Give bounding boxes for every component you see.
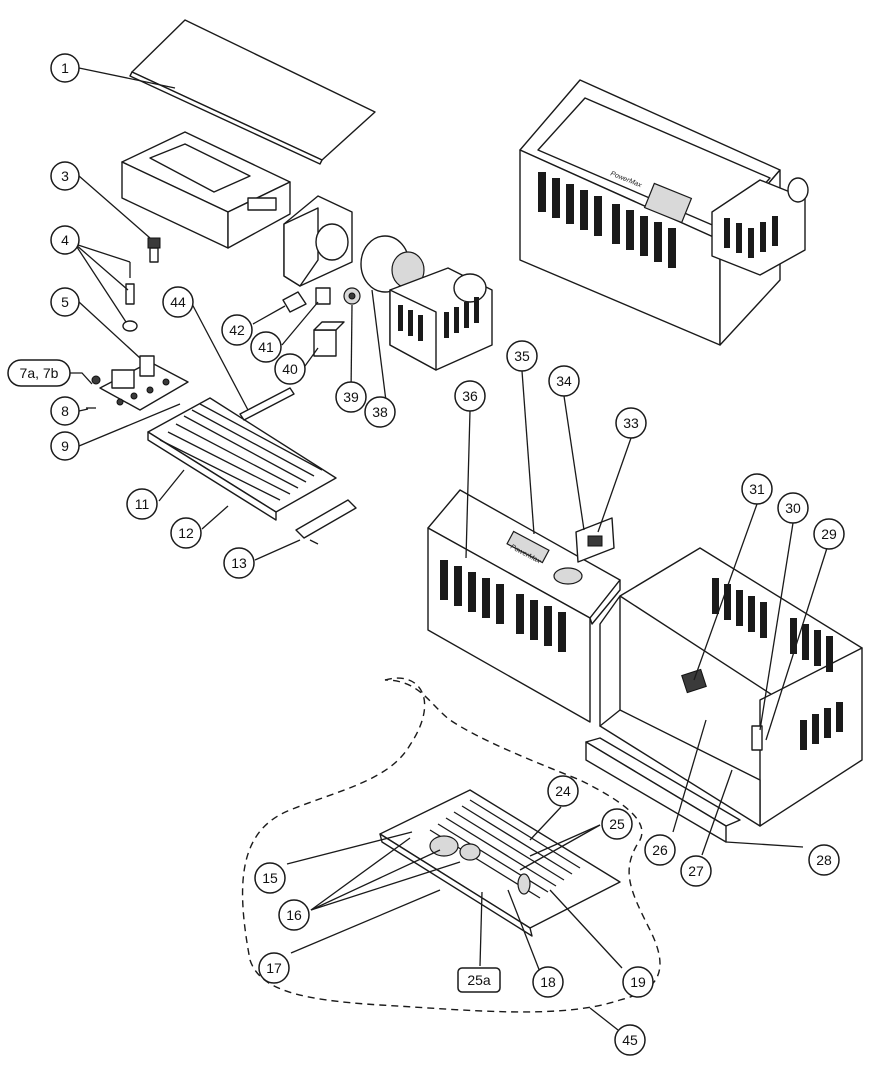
cabinet-part	[599, 547, 863, 827]
callout-30: 30	[777, 492, 809, 524]
callout-35: 35	[506, 340, 538, 372]
front-panel-part: PowerMax	[427, 489, 621, 723]
small-components	[282, 287, 361, 357]
callout-label: 41	[258, 339, 274, 355]
leader-lines	[69, 67, 828, 1031]
callout-label: 33	[623, 415, 639, 431]
control-board-part	[575, 517, 615, 563]
callout-31: 31	[741, 473, 773, 505]
callout-label: 40	[282, 361, 298, 377]
callout-label: 24	[555, 783, 571, 799]
callout-label: 36	[462, 388, 478, 404]
burner-assembly	[147, 387, 357, 545]
callout-label: 3	[61, 168, 69, 184]
callout-label: 31	[749, 481, 765, 497]
jacket-top-part	[121, 131, 291, 249]
callout-25a: 25a	[457, 967, 501, 993]
callout-label: 17	[266, 960, 282, 976]
callout-26: 26	[644, 834, 676, 866]
callout-label: 39	[343, 389, 359, 405]
callout-label: 38	[372, 404, 388, 420]
callout-24: 24	[547, 775, 579, 807]
callout-17: 17	[258, 952, 290, 984]
callout-label: 42	[229, 322, 245, 338]
heater-vent-slots-top	[538, 172, 676, 268]
heat-exchanger-assembly	[379, 789, 621, 937]
hardware-parts	[122, 237, 161, 332]
front-panel-vent-slots	[440, 560, 566, 652]
callout-label: 16	[286, 907, 302, 923]
assembled-heater: PowerMax	[519, 79, 809, 346]
callout-28: 28	[808, 844, 840, 876]
gas-valve-assembly	[86, 355, 189, 411]
callout-15: 15	[254, 862, 286, 894]
callout-label: 13	[231, 555, 247, 571]
callout-label: 19	[630, 974, 646, 990]
top-panel-part	[129, 19, 376, 165]
callout-1: 1	[50, 53, 80, 83]
callout-12: 12	[170, 517, 202, 549]
callout-label: 15	[262, 870, 278, 886]
callout-27: 27	[680, 855, 712, 887]
callout-13: 13	[223, 547, 255, 579]
callout-label: 26	[652, 842, 668, 858]
callout-29: 29	[813, 518, 845, 550]
callout-7a-7b: 7a, 7b	[7, 359, 71, 387]
callout-18: 18	[532, 966, 564, 998]
callout-label: 4	[61, 232, 69, 248]
callout-label: 9	[61, 438, 69, 454]
cabinet-vent-slots	[712, 578, 843, 750]
callout-label: 8	[61, 403, 69, 419]
callout-4: 4	[50, 225, 80, 255]
callout-5: 5	[50, 287, 80, 317]
callout-40: 40	[274, 353, 306, 385]
callout-label: 29	[821, 526, 837, 542]
callout-label: 1	[61, 60, 69, 76]
callout-11: 11	[126, 488, 158, 520]
callout-19: 19	[622, 966, 654, 998]
callout-9: 9	[50, 431, 80, 461]
callout-36: 36	[454, 380, 486, 412]
callout-44: 44	[162, 286, 194, 318]
callout-label: 25	[609, 816, 625, 832]
callout-41: 41	[250, 331, 282, 363]
blower-assembly-part	[360, 235, 493, 371]
callout-label: 25a	[467, 972, 491, 988]
callout-label: 5	[61, 294, 69, 310]
callout-label: 35	[514, 348, 530, 364]
callout-label: 18	[540, 974, 556, 990]
callout-33: 33	[615, 407, 647, 439]
callout-8: 8	[50, 396, 80, 426]
flue-adapter-part	[283, 195, 353, 287]
base-rail-part	[585, 737, 741, 843]
callout-16: 16	[278, 899, 310, 931]
callout-label: 44	[170, 294, 186, 310]
callout-label: 45	[622, 1032, 638, 1048]
callout-3: 3	[50, 161, 80, 191]
callout-45: 45	[614, 1024, 646, 1056]
callout-label: 12	[178, 525, 194, 541]
callout-42: 42	[221, 314, 253, 346]
callout-label: 7a, 7b	[20, 365, 59, 381]
callout-label: 27	[688, 863, 704, 879]
dashed-boundary-45	[241, 677, 661, 1013]
callout-38: 38	[364, 396, 396, 428]
callout-label: 28	[816, 852, 832, 868]
callout-label: 34	[556, 373, 572, 389]
callout-25: 25	[601, 808, 633, 840]
callout-label: 30	[785, 500, 801, 516]
callout-label: 11	[135, 496, 150, 512]
callout-34: 34	[548, 365, 580, 397]
callout-39: 39	[335, 381, 367, 413]
